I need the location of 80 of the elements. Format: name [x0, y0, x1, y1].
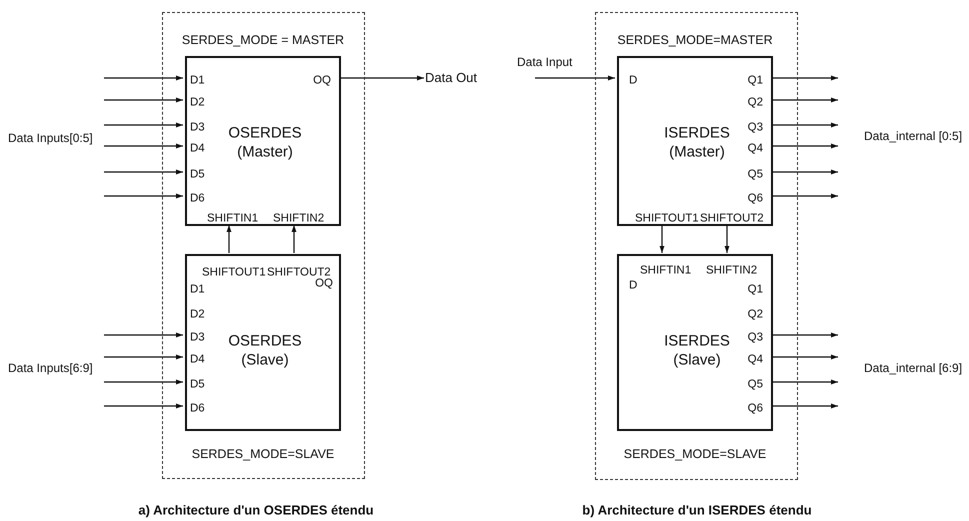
pin-label: SHIFTIN2 [706, 264, 758, 278]
pin-label: D3 [190, 332, 205, 344]
pin-label: SHIFTIN2 [273, 212, 324, 226]
pin-label: D6 [190, 402, 205, 416]
pin-label: SHIFTOUT2 [700, 212, 764, 226]
pin-label: OQ [315, 278, 333, 290]
arrow [772, 380, 838, 384]
arrow [772, 332, 838, 338]
arrow [104, 122, 183, 128]
block-title: OSERDES (Slave) [227, 332, 303, 370]
arrow [772, 194, 838, 198]
arrow [104, 194, 183, 198]
arrow [772, 354, 838, 360]
pin-label: SHIFTOUT2 [267, 266, 331, 279]
arrow [340, 76, 424, 80]
arrow [104, 380, 183, 384]
arrow [104, 332, 183, 338]
pin-label: D5 [190, 168, 205, 182]
pin-label: D [629, 74, 638, 88]
arrow [772, 404, 838, 408]
input-label: Data Inputs[6:9] [8, 361, 93, 375]
pin-label: D4 [190, 142, 205, 156]
caption: b) Architecture d'un ISERDES étendu [582, 502, 812, 518]
pin-label: OQ [313, 74, 331, 88]
pin-label: Q3 [748, 332, 763, 344]
pin-label: D2 [190, 308, 205, 322]
pin-label: D4 [190, 354, 205, 366]
arrow [104, 404, 183, 408]
output-label: Data_internal [0:5] [864, 129, 962, 143]
pin-label: D2 [190, 96, 205, 110]
dashed-group-box [595, 12, 798, 480]
pin-label: Q3 [748, 122, 763, 134]
pin-label: Q4 [748, 142, 763, 156]
arrow [772, 122, 838, 128]
arrow [292, 225, 296, 253]
pin-label: D6 [190, 192, 205, 206]
pin-label: Q2 [748, 308, 763, 322]
pin-label: Q1 [748, 284, 763, 296]
pin-label: Q1 [748, 74, 763, 88]
mode-label: SERDES_MODE = MASTER [182, 34, 344, 48]
mode-label: SERDES_MODE=SLAVE [192, 448, 334, 462]
mode-label: SERDES_MODE=SLAVE [624, 448, 766, 462]
arrow [104, 76, 183, 80]
pin-label: SHIFTIN1 [640, 264, 692, 278]
arrow [226, 225, 232, 253]
arrow [104, 354, 183, 360]
pin-label: D [629, 280, 638, 292]
input-label: Data Input [517, 55, 572, 69]
arrow [772, 98, 838, 102]
pin-label: SHIFTOUT1 [202, 266, 266, 280]
arrow [660, 225, 664, 253]
caption: a) Architecture d'un OSERDES étendu [138, 502, 374, 518]
arrow [535, 76, 615, 80]
pin-label: SHIFTOUT1 [635, 212, 699, 226]
pin-label: Q6 [748, 402, 763, 416]
arrow [772, 144, 838, 148]
arrow [104, 170, 183, 174]
output-label: Data Out [425, 69, 483, 87]
pin-label: Q5 [748, 378, 763, 392]
pin-label: D1 [190, 74, 205, 88]
block-title: OSERDES (Master) [227, 124, 303, 162]
pin-label: Q6 [748, 192, 763, 206]
block-title: ISERDES (Slave) [663, 332, 731, 370]
pin-label: Q5 [748, 168, 763, 182]
arrow [104, 144, 183, 148]
input-label: Data Inputs[0:5] [8, 131, 93, 145]
pin-label: Q4 [748, 354, 763, 366]
pin-label: D5 [190, 378, 205, 392]
pin-label: SHIFTIN1 [207, 212, 258, 226]
arrow [724, 225, 730, 253]
pin-label: D1 [190, 284, 205, 296]
dashed-group-box [162, 12, 365, 479]
arrow [772, 170, 838, 174]
arrow [104, 98, 183, 102]
arrow [772, 76, 838, 80]
output-label: Data_internal [6:9] [864, 361, 962, 375]
block-title: ISERDES (Master) [663, 124, 731, 162]
mode-label: SERDES_MODE=MASTER [617, 34, 773, 48]
pin-label: Q2 [748, 96, 763, 110]
pin-label: D3 [190, 122, 205, 134]
